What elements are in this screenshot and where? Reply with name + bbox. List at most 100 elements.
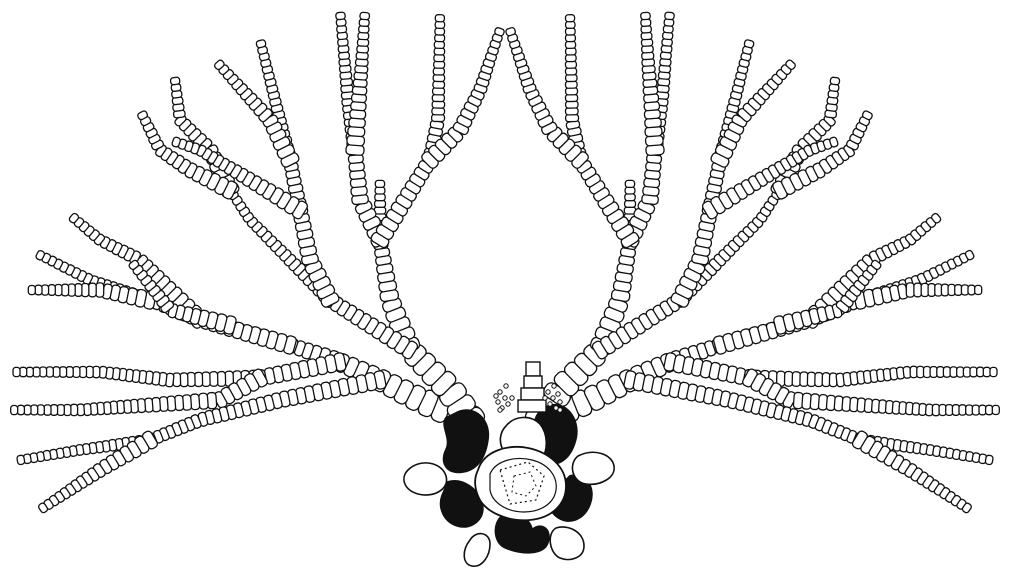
ossicle [28,286,35,295]
stipple-dot [503,396,507,400]
ossicle [375,187,385,194]
ossicle [625,180,634,187]
ossicle [256,39,267,48]
ossicle [46,367,53,377]
ossicle [62,284,69,296]
ossicle [17,405,24,414]
ossicle [917,366,924,377]
stipple-dot [494,394,498,398]
ossicle [959,405,966,415]
stipple-dot [504,384,508,388]
ossicle [565,41,575,48]
stipple-dot [506,402,510,406]
ossicle [434,54,445,61]
ossicle [96,283,104,297]
ossicle [180,373,188,387]
ossicle [565,94,577,101]
stipple-dot [548,402,552,406]
ossicle [11,406,18,415]
ossicle [985,455,993,465]
stipple-dot [558,408,562,412]
stipple-dot [496,400,500,404]
ossicle [928,284,935,297]
ossicle [375,194,385,201]
light-plate [464,534,490,567]
ossicle [432,94,444,101]
ossicle [433,81,445,88]
ossicle [665,12,675,20]
ossicle [13,367,20,376]
ossicle [946,405,953,416]
ossicle [744,39,755,48]
ossicle [815,373,823,387]
ossicle [975,285,982,294]
ossicle [93,366,100,377]
ossicle [565,81,577,88]
ossicle [565,54,576,61]
anal-tube [518,362,546,412]
ossicle [955,285,962,296]
ossicle [44,405,51,415]
ossicle [35,285,42,295]
ossicle [932,404,939,415]
ossicle [641,12,651,20]
stipple-dot [498,408,502,412]
light-plate [404,463,447,495]
ossicle [434,41,444,48]
ossicle [360,12,370,20]
stipple-dot [558,400,562,404]
ossicle [930,367,937,378]
ossicle [957,367,964,377]
ossicle [17,455,25,465]
ossicle [210,372,218,387]
light-plate [550,527,584,560]
ossicle [968,285,975,295]
ossicle [57,405,64,416]
ossicle [565,28,575,35]
ossicle [983,367,990,376]
stipple-dot [543,396,547,400]
ossicle [921,283,928,296]
ossicle [73,367,80,378]
ossicle [71,404,78,415]
stipple-dot [551,396,555,400]
ossicle [20,367,27,376]
ossicle [943,367,950,377]
ossicle [31,405,38,415]
ossicle [566,114,579,121]
ossicle [64,405,71,416]
ossicle [375,200,386,207]
ossicle [990,367,997,376]
ossicle [375,180,384,187]
stipple-dot [498,390,502,394]
ossicle [86,366,93,377]
ossicle [195,372,203,386]
light-plate [572,452,614,484]
ossicle [992,405,999,414]
ossicle [906,283,914,297]
ossicle [792,372,800,387]
ossicle [435,28,445,35]
ossicle [336,12,346,20]
ossicle [986,405,993,414]
ossicle [972,405,979,415]
ossicle [82,284,89,297]
ossicle [830,77,840,85]
ossicle [60,367,67,377]
ossicle [784,371,792,386]
ossicle [914,283,922,297]
ossicle [625,194,635,201]
ossicle [33,367,40,377]
ossicle [822,373,830,387]
stipple-dot [552,384,556,388]
ossicle [565,68,576,75]
stipple-dot [556,392,560,396]
ossicle [89,283,97,297]
ossicle [565,108,578,115]
ossicle [435,15,444,22]
ossicle [565,15,574,22]
stipple-dot [546,390,550,394]
ossicle [170,77,180,85]
